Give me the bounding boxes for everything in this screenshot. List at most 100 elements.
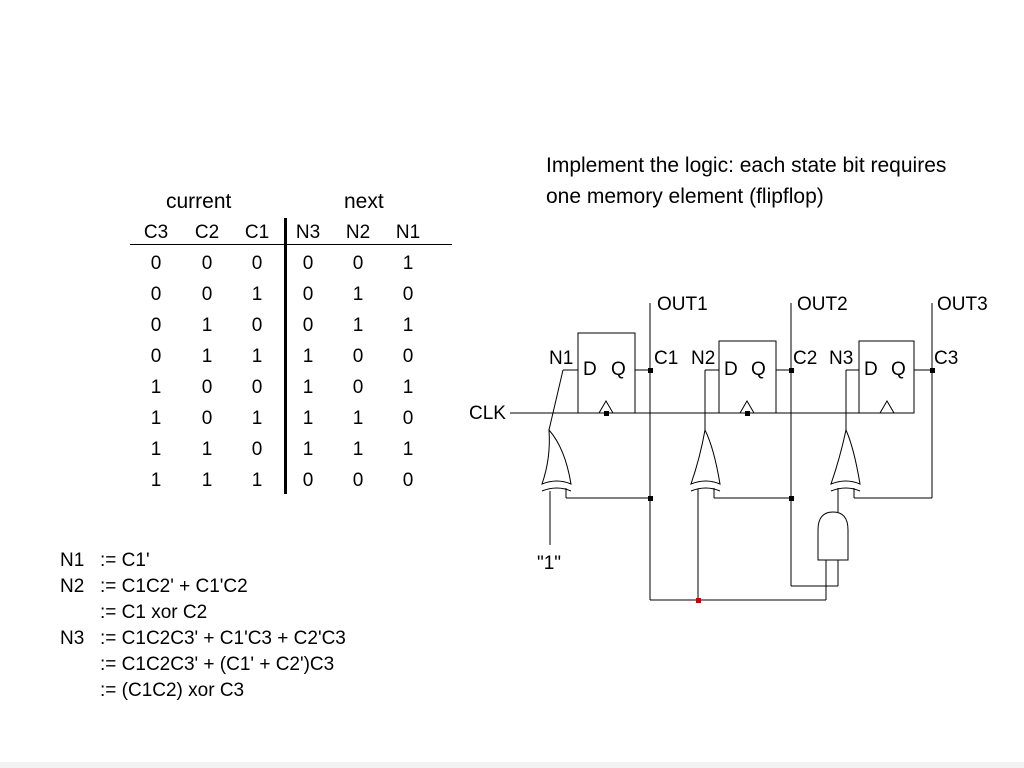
table-cell: 1 [402, 253, 414, 274]
col-header-n3: N3 [295, 222, 321, 243]
equation-rhs: := C1C2C3' + (C1' + C2')C3 [100, 654, 335, 675]
table-cell: 1 [302, 377, 314, 398]
equation-lhs: N1 [60, 550, 85, 571]
clk-label: CLK [469, 403, 506, 424]
col-header-c3: C3 [143, 222, 169, 243]
table-cell: 1 [302, 346, 314, 367]
c3-label: C3 [934, 348, 958, 369]
table-cell: 1 [150, 377, 162, 398]
n2-label: N2 [691, 348, 715, 369]
table-cell: 0 [150, 253, 162, 274]
constant-one-label: "1" [537, 553, 561, 574]
table-cell: 0 [251, 439, 263, 460]
table-cell: 1 [302, 408, 314, 429]
table-cell: 0 [402, 346, 414, 367]
table-cell: 1 [201, 315, 213, 336]
table-cell: 1 [201, 439, 213, 460]
xor-gate-2 [690, 370, 721, 492]
ff1-d-label: D [583, 359, 597, 380]
table-cell: 0 [201, 284, 213, 305]
junction-dot [789, 496, 794, 501]
table-cell: 0 [302, 253, 314, 274]
table-cell: 1 [251, 470, 263, 491]
table-cell: 0 [352, 470, 364, 491]
table-cell: 1 [251, 408, 263, 429]
table-cell: 0 [201, 408, 213, 429]
junction-dot [745, 411, 750, 416]
ff2-q-label: Q [751, 359, 766, 380]
equation-lhs: N2 [60, 576, 85, 597]
equation-rhs: := C1' [100, 550, 150, 571]
out3-label: OUT3 [937, 294, 988, 315]
col-header-n2: N2 [345, 222, 371, 243]
table-cell: 0 [150, 315, 162, 336]
table-cell: 1 [302, 439, 314, 460]
clock-marker-3 [879, 400, 895, 414]
table-cell: 0 [352, 346, 364, 367]
and-gate [817, 511, 849, 561]
table-cell: 1 [402, 377, 414, 398]
junction-dot [648, 496, 653, 501]
equation-rhs: := C1C2C3' + C1'C3 + C2'C3 [100, 628, 346, 649]
xor-gate-1 [541, 369, 572, 492]
state-table: current next C3 C2 C1 N3 N2 N1 0 0 0 0 0 1 0 0 1… [130, 190, 460, 500]
c2-label: C2 [793, 348, 817, 369]
table-cell: 0 [402, 284, 414, 305]
equation-rhs: := C1 xor C2 [100, 602, 208, 623]
out2-label: OUT2 [797, 294, 848, 315]
clock-marker-1 [598, 400, 614, 414]
table-cell: 1 [251, 346, 263, 367]
table-cell: 0 [201, 377, 213, 398]
current-header: current [166, 190, 232, 213]
out1-label: OUT1 [657, 294, 708, 315]
bottom-strip [0, 762, 1024, 768]
table-cell: 1 [352, 439, 364, 460]
table-cell: 0 [302, 470, 314, 491]
table-cell: 0 [251, 253, 263, 274]
col-header-n1: N1 [395, 222, 421, 243]
table-cell: 1 [201, 470, 213, 491]
table-cell: 1 [352, 315, 364, 336]
table-cell: 0 [201, 253, 213, 274]
header-rule [130, 244, 452, 245]
table-cell: 1 [201, 346, 213, 367]
table-cell: 0 [352, 377, 364, 398]
table-cell: 1 [150, 439, 162, 460]
junction-dot [789, 368, 794, 373]
col-header-c2: C2 [194, 222, 220, 243]
n1-label: N1 [549, 348, 573, 369]
ff2-d-label: D [724, 359, 738, 380]
table-cell: 0 [251, 315, 263, 336]
next-header: next [344, 190, 384, 213]
c1-label: C1 [654, 348, 678, 369]
table-cell: 1 [150, 408, 162, 429]
table-cell: 0 [402, 470, 414, 491]
current-next-divider [284, 218, 287, 494]
ff3-q-label: Q [891, 359, 906, 380]
equation-lhs: N3 [60, 628, 85, 649]
table-cell: 0 [150, 284, 162, 305]
col-header-c1: C1 [244, 222, 270, 243]
ff3-d-label: D [864, 359, 878, 380]
description-text: Implement the logic: each state bit requ… [546, 154, 947, 208]
table-cell: 0 [302, 315, 314, 336]
n3-label: N3 [829, 348, 853, 369]
clock-marker-2 [739, 400, 755, 414]
table-cell: 0 [352, 253, 364, 274]
table-cell: 1 [352, 284, 364, 305]
junction-dot [930, 368, 935, 373]
table-cell: 0 [251, 377, 263, 398]
ff1-q-label: Q [611, 359, 626, 380]
table-cell: 1 [402, 439, 414, 460]
junction-dot [648, 368, 653, 373]
junction-dot [604, 411, 609, 416]
equation-rhs: := C1C2' + C1'C2 [100, 576, 248, 597]
table-cell: 1 [352, 408, 364, 429]
equation-rhs: := (C1C2) xor C3 [100, 680, 245, 701]
table-cell: 0 [402, 408, 414, 429]
xor-gate-3 [830, 370, 861, 492]
table-cell: 0 [150, 346, 162, 367]
junction-dot-red [696, 598, 701, 603]
table-cell: 1 [251, 284, 263, 305]
